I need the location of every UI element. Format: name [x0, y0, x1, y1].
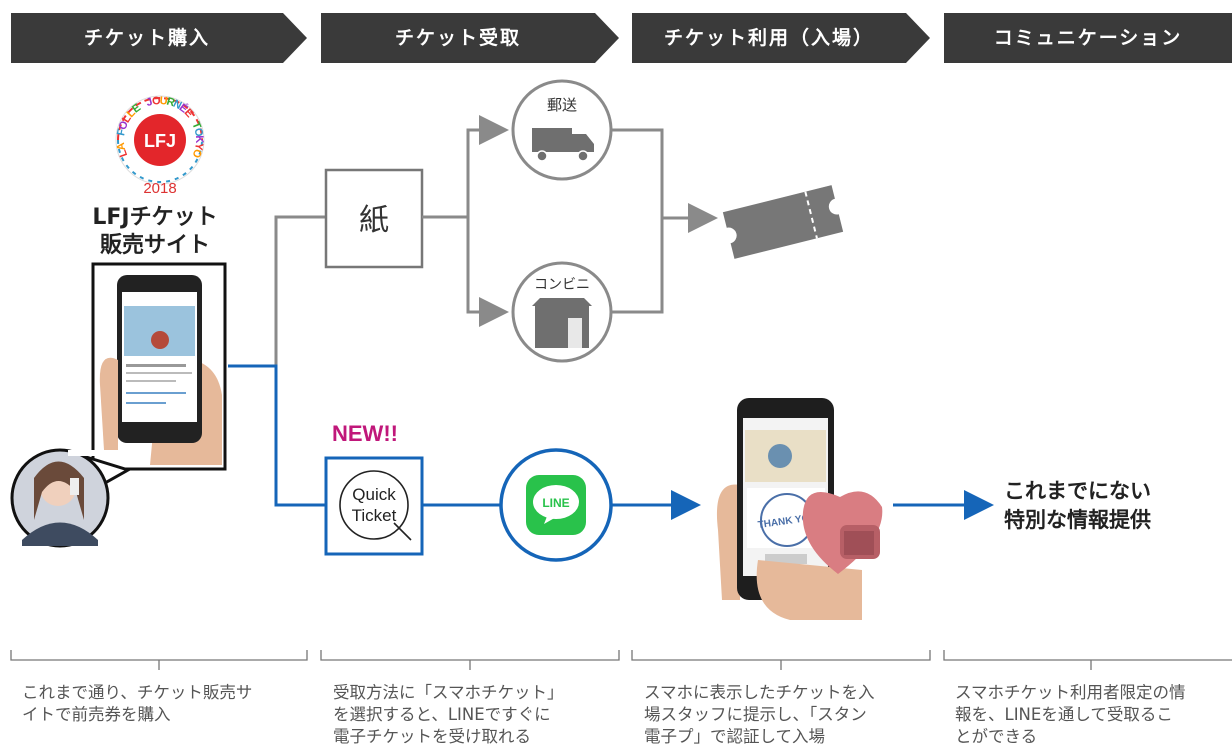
- braces: [10, 650, 1232, 670]
- site-label-line2: 販売サイト: [100, 232, 210, 258]
- convenience-label: コンビニ: [534, 277, 590, 293]
- logo-ring-letter: R: [165, 96, 176, 110]
- step-label: チケット購入: [83, 27, 210, 49]
- arrow-to-mail: [466, 115, 509, 217]
- step-label: チケット利用（入場）: [663, 27, 874, 49]
- quick-ticket-text-2: Ticket: [352, 506, 397, 525]
- lfj-logo: LFJ 2018: [115, 95, 205, 197]
- quick-ticket-text-1: Quick: [352, 485, 396, 504]
- special-info-line2: 特別な情報提供: [1004, 508, 1151, 532]
- description-line: 電子チケットを受け取れる: [333, 727, 531, 746]
- description-line: スマホチケット利用者限定の情: [955, 683, 1186, 702]
- step-communication: コミュニケーション: [944, 13, 1232, 63]
- logo-ring-letter: O: [192, 127, 206, 138]
- new-badge: NEW!!: [332, 421, 398, 446]
- paper-label: 紙: [359, 203, 389, 238]
- step-use: チケット利用（入場）: [632, 13, 930, 63]
- logo-ring-letter: J: [145, 96, 154, 109]
- description-line: イトで前売券を購入: [22, 705, 171, 724]
- logo-red-disc: [134, 114, 186, 166]
- quick-ticket-box: [324, 456, 424, 556]
- store-icon: [532, 298, 592, 348]
- paper-ticket-icon: [722, 185, 844, 259]
- connector-to-quickticket: [228, 364, 326, 507]
- phone-site-image: [91, 262, 227, 471]
- step-label: チケット受取: [394, 27, 521, 49]
- line-logo-text: LINE: [542, 496, 569, 510]
- description-line: 場スタッフに提示し、「スタン: [644, 705, 867, 724]
- step-arrow-shape: [632, 13, 930, 63]
- description-receive: 受取方法に「スマホチケット」 を選択すると、LINEですぐに 電子チケットを受け…: [333, 682, 623, 748]
- arrow-to-convenience: [466, 217, 509, 327]
- site-label-line1: LFJチケット: [92, 205, 217, 230]
- step-arrow-shape: [11, 13, 307, 63]
- logo-ring-letter: A: [115, 142, 128, 152]
- paper-box: [324, 168, 424, 269]
- description-use: スマホに表示したチケットを入 場スタッフに提示し、「スタン 電子プ」で認証して入…: [644, 682, 934, 748]
- connector-to-paper: [228, 215, 326, 368]
- logo-year: 2018: [143, 180, 176, 197]
- description-line: スマホに表示したチケットを入: [644, 683, 875, 702]
- step-receive: チケット受取: [321, 13, 619, 63]
- bubble-joint: [68, 450, 98, 456]
- step-purchase: チケット購入: [11, 13, 307, 63]
- phone-ticket-image: THANK YOU: [716, 398, 883, 620]
- description-line: 報を、LINEを通して受取るこ: [955, 705, 1173, 724]
- description-line: 電子プ」で認証して入場: [644, 727, 826, 746]
- logo-ring-letter: U: [159, 95, 168, 108]
- description-line: を選択すると、LINEですぐに: [333, 705, 551, 724]
- quick-ticket-logo: [339, 470, 409, 540]
- step-arrow-shape: [321, 13, 619, 63]
- logo-ring-letter: T: [189, 120, 203, 131]
- description-line: 受取方法に「スマホチケット」: [333, 683, 564, 702]
- step-arrow-shape: [944, 13, 1232, 63]
- description-line: これまで通り、チケット販売サ: [22, 683, 253, 702]
- description-communication: スマホチケット利用者限定の情 報を、LINEを通して受取るこ とができる: [955, 682, 1230, 748]
- user-avatar: [10, 448, 132, 548]
- logo-ring-letter: F: [115, 128, 128, 137]
- truck-icon: [532, 128, 594, 162]
- logo-ring-letter: O: [152, 95, 162, 108]
- mail-label: 郵送: [547, 96, 577, 114]
- description-purchase: これまで通り、チケット販売サ イトで前売券を購入: [22, 682, 312, 726]
- logo-ring-letter: Y: [192, 142, 205, 152]
- description-line: とができる: [955, 727, 1038, 746]
- logo-center-text: LFJ: [144, 131, 176, 151]
- special-info-line1: これまでにない: [1004, 479, 1151, 503]
- logo-ring-letter: K: [193, 135, 205, 143]
- step-label: コミュニケーション: [993, 27, 1183, 49]
- logo-ring-letter: L: [117, 148, 131, 159]
